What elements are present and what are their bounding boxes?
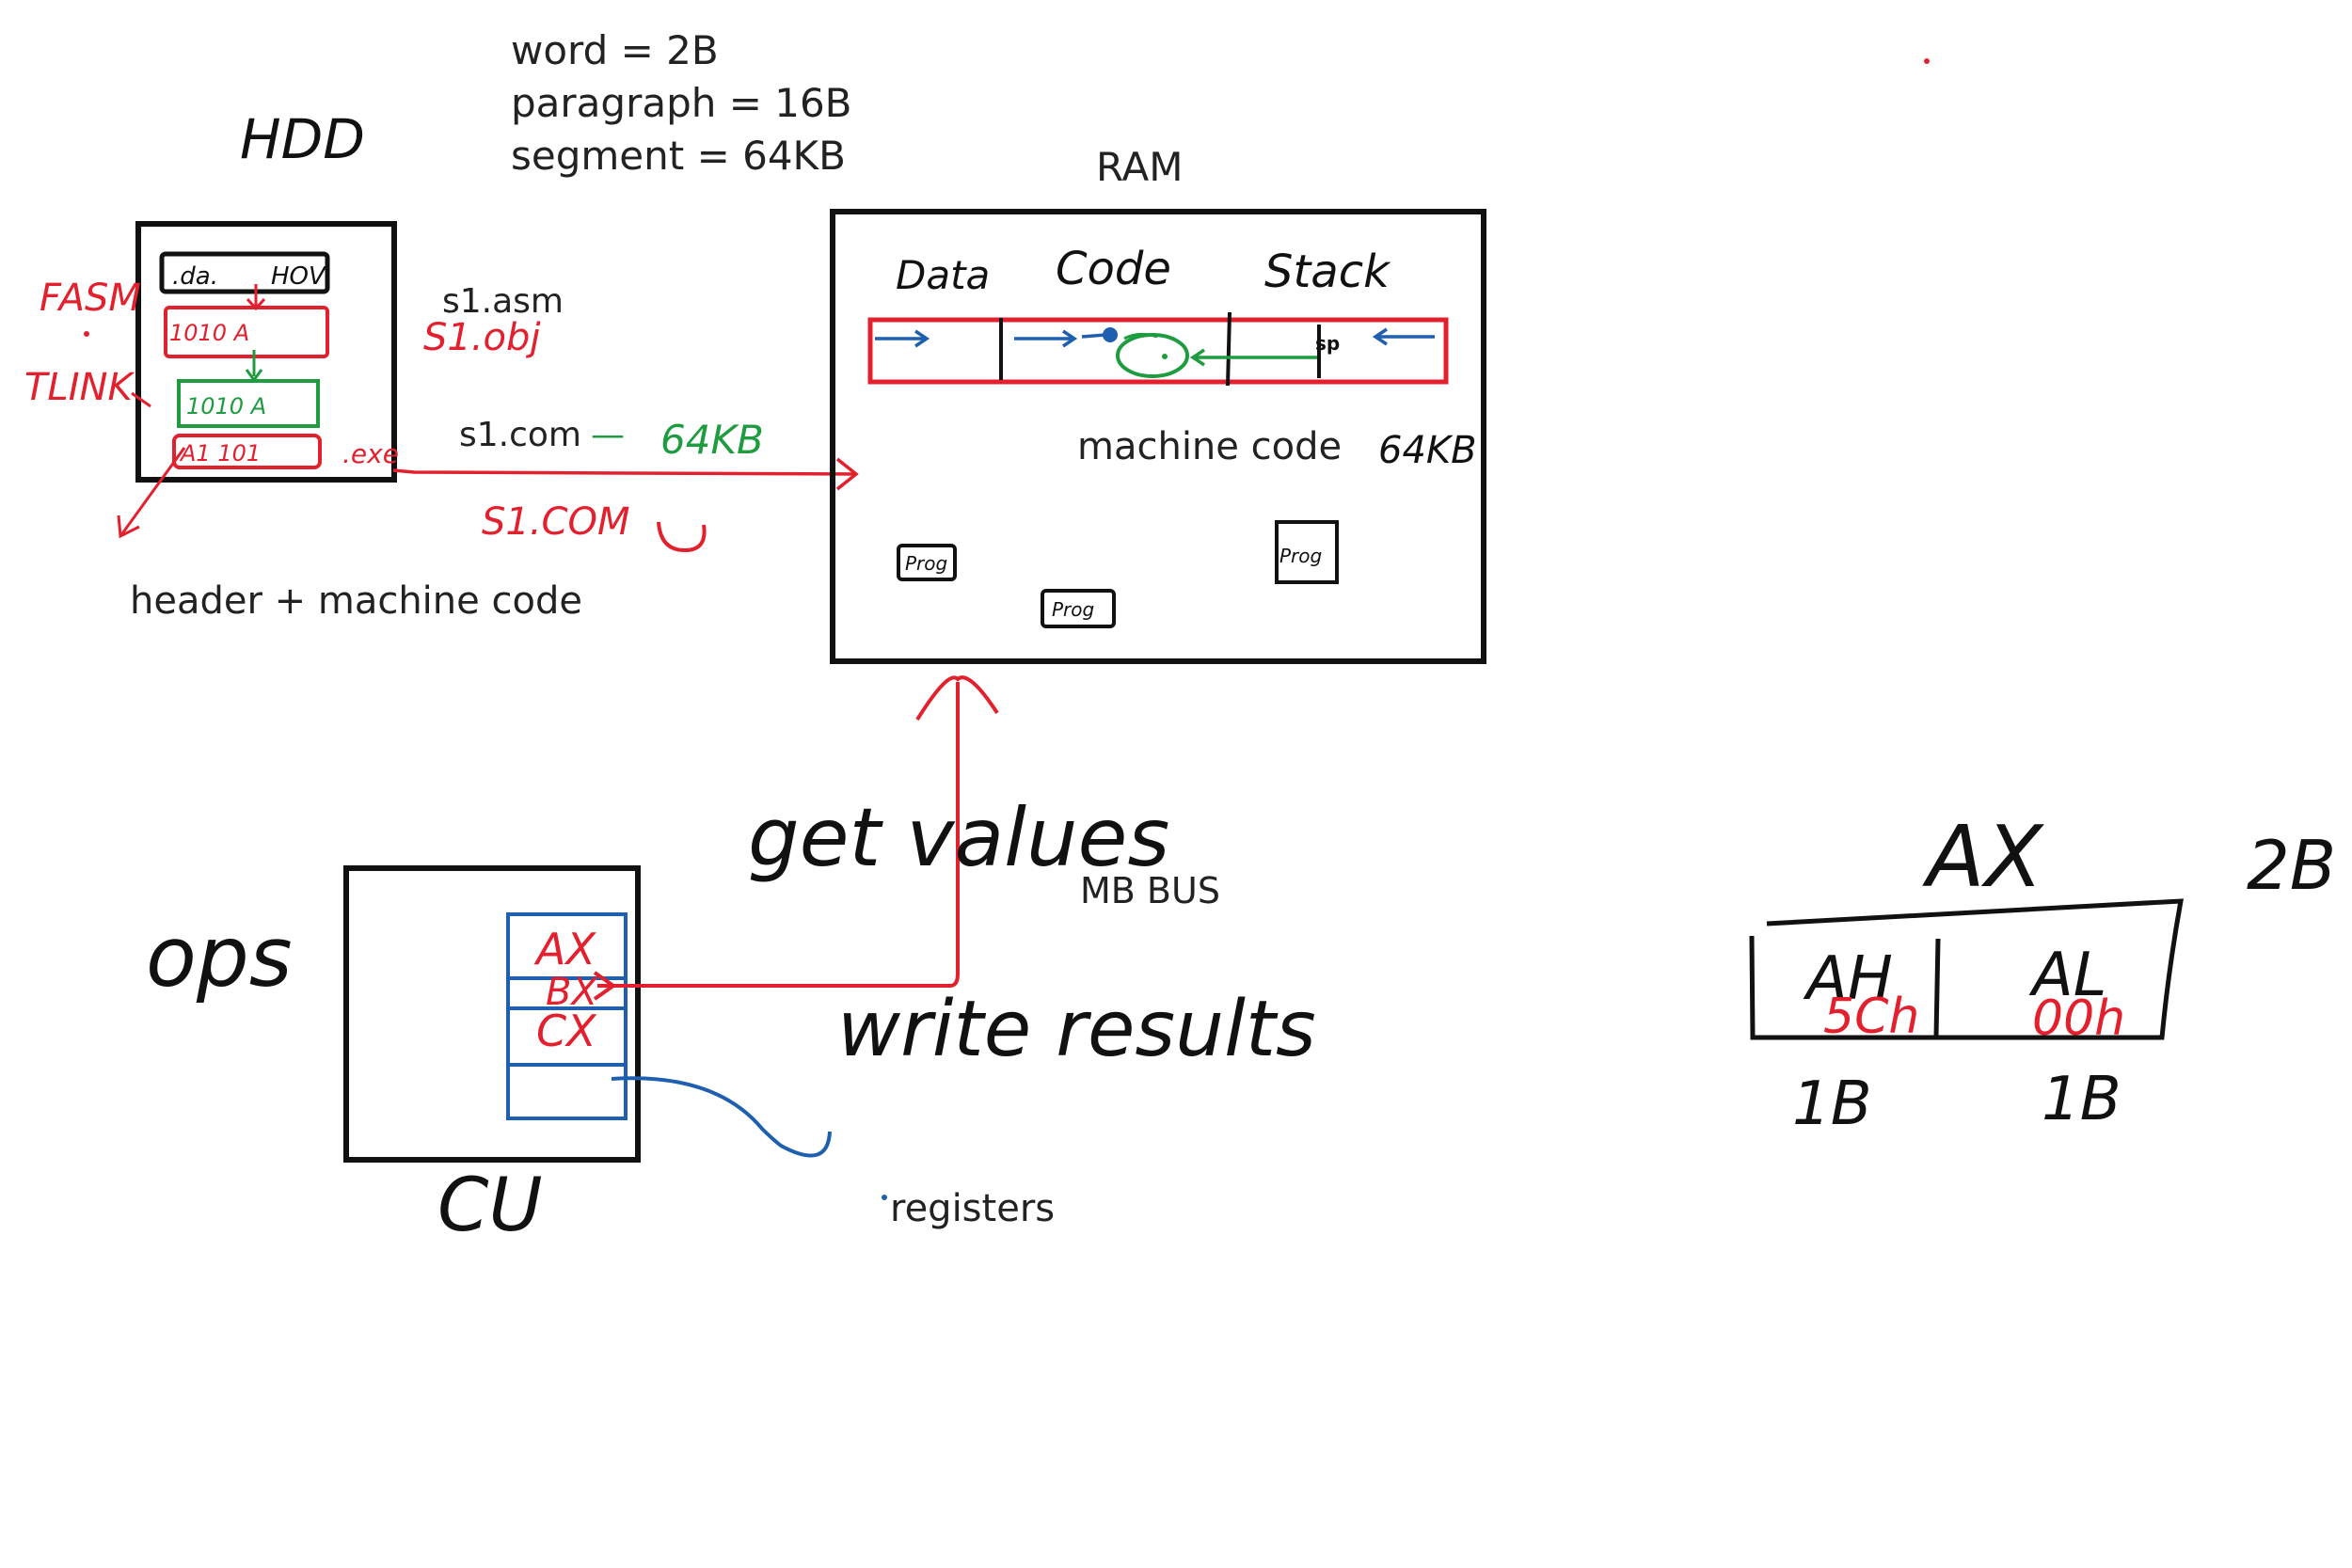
cu-label: CU (437, 1164, 543, 1248)
al-label: AL (2028, 941, 2106, 1010)
ax-register-split (1933, 938, 1941, 1037)
ram-green-dot (1162, 354, 1168, 359)
ram-prog-box-1 (897, 544, 957, 581)
hdd-arrow-header-to-obj (246, 284, 266, 311)
ram-green-return-arrow (1189, 348, 1317, 367)
definitions-block: word = 2B paragraph = 16B segment = 64KB (511, 27, 852, 179)
hdd-side-tasm: FASM (40, 277, 141, 320)
ram-machine-code: machine code (1077, 425, 1342, 468)
hdd-row2-bits: 1010 A (169, 320, 249, 346)
register-cx: CX (536, 1006, 597, 1056)
write-results-label: write results (837, 985, 1316, 1074)
register-ax: AX (533, 924, 596, 974)
al-size: 1B (2042, 1065, 2122, 1134)
hdd-box (135, 221, 397, 483)
cpu-group: ops CU AX BX CX get values MB BUS write … (146, 675, 1316, 1248)
hdd-row1-mov: HOV (271, 262, 327, 291)
hdd-com-dash: — (591, 416, 625, 454)
ah-size: 1B (1792, 1069, 1872, 1139)
definition-word: word = 2B (511, 27, 719, 73)
hdd-com-file: s1.com (459, 416, 581, 454)
ram-green-loop (1116, 333, 1189, 378)
hdd-side-dot (84, 331, 89, 337)
ax-register-group: AX 2B AH AL 5Ch 00h 1B 1B (1749, 808, 2336, 1139)
ram-stack-ptr-arrow (1372, 327, 1435, 346)
ram-code-ptr-arrow (1014, 329, 1078, 348)
ram-prog-label-2: Prog (1052, 598, 1094, 621)
ram-stack-pointer-label: sp (1315, 332, 1340, 355)
ram-data-ptr-arrow (875, 329, 930, 348)
ram-divider-code-stack (1226, 311, 1232, 387)
hdd-row-obj (164, 306, 329, 358)
ram-prog-box-2 (1041, 589, 1116, 628)
al-value: 00h (2032, 990, 2125, 1047)
ram-segment-code: Code (1056, 243, 1171, 295)
ah-label: AH (1803, 944, 1893, 1014)
ax-title: AX (1922, 808, 2045, 907)
ram-prog-box-3 (1275, 520, 1339, 584)
ram-group: RAM Data Code Stack sp machine code 64KB… (830, 144, 1486, 664)
ram-size: 64KB (1378, 429, 1477, 472)
ram-ip-line (1081, 333, 1106, 339)
hdd-com-size: 64KB (660, 417, 764, 463)
registers-pointer (611, 1076, 832, 1158)
hdd-asm-file: s1.asm (442, 282, 564, 321)
definition-segment: segment = 64KB (511, 133, 846, 179)
hdd-com-file-red: S1.COM (482, 500, 629, 544)
hdd-com-red-hook (657, 521, 707, 553)
ram-prog-label-3: Prog (1279, 545, 1322, 567)
hdd-side-tlink: TLINK (24, 366, 135, 409)
stray-dot (1924, 58, 1930, 64)
ops-label: ops (146, 909, 293, 1006)
hdd-exe-down-arrow (117, 447, 186, 539)
bus-arrowhead-cu (593, 971, 615, 1001)
hdd-row1-data: .da. (172, 262, 218, 291)
register-bx: BX (546, 971, 598, 1014)
ram-segment-bar (867, 317, 1449, 385)
ram-green-loop-top (1123, 332, 1158, 341)
mb-bus-label: MB BUS (1080, 870, 1220, 911)
register-dividers (508, 976, 626, 1067)
ram-ip-dot (1103, 327, 1118, 342)
ram-segment-stack: Stack (1264, 245, 1391, 298)
ax-size: 2B (2247, 826, 2336, 905)
hdd-row3-bits: 1010 A (186, 393, 266, 420)
hdd-exe-label: .exe (342, 438, 399, 469)
definition-paragraph: paragraph = 16B (511, 80, 852, 126)
hdd-to-ram-arrow (392, 457, 859, 491)
cu-box (343, 865, 641, 1163)
registers-pointer-dot (882, 1195, 887, 1200)
hdd-row4-bits: A1 101 (179, 440, 261, 467)
hdd-header-note: header + machine code (130, 579, 582, 623)
ram-box (830, 209, 1486, 664)
hdd-row-exe (172, 434, 322, 469)
ax-register-outline (1749, 898, 2185, 1040)
hdd-title: HDD (240, 107, 365, 171)
hdd-row-header (159, 251, 330, 294)
ram-prog-label-1: Prog (905, 552, 947, 575)
hdd-obj-file: S1.obj (423, 316, 541, 359)
ram-segment-data: Data (896, 252, 990, 298)
get-values-label: get values (748, 791, 1169, 885)
register-stack (506, 912, 628, 1120)
hdd-group: HDD .da. HOV 1010 A 1010 A A1 101 FASM T… (24, 107, 859, 623)
bus-cu-to-ram-arrow (597, 675, 999, 988)
ah-value: 5Ch (1823, 989, 1919, 1045)
hdd-arrow-obj-to-com (245, 350, 263, 383)
registers-label: registers (890, 1187, 1055, 1230)
hdd-row-com (177, 379, 320, 428)
ram-title: RAM (1096, 144, 1183, 190)
hdd-side-tick (131, 391, 151, 408)
